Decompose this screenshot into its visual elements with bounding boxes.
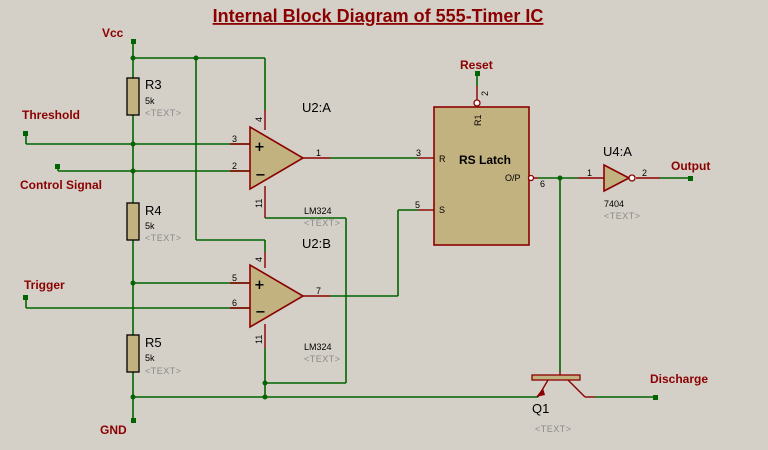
svg-text:+: + (254, 140, 265, 155)
svg-text:6: 6 (540, 179, 545, 189)
resistor-r4: R4 5k <TEXT> (126, 202, 182, 243)
resistor-value: 5k (145, 353, 155, 363)
resistor-ref: R4 (145, 203, 162, 218)
threshold-terminal (23, 131, 28, 136)
inverter-u4a: U4:A 7404 <TEXT> 1 2 (578, 144, 660, 221)
inverter-text: <TEXT> (604, 211, 641, 221)
svg-text:4: 4 (254, 257, 264, 262)
trigger-label: Trigger (24, 278, 65, 292)
svg-text:5: 5 (415, 200, 420, 210)
resistor-text: <TEXT> (145, 108, 182, 118)
vcc-label: Vcc (102, 26, 124, 40)
transistor-text: <TEXT> (535, 424, 572, 434)
opamp-part: LM324 (304, 342, 332, 352)
inverter-ref: U4:A (603, 144, 632, 159)
opamp-part: LM324 (304, 206, 332, 216)
svg-text:6: 6 (232, 298, 237, 308)
resistor-value: 5k (145, 221, 155, 231)
svg-text:2: 2 (480, 91, 490, 96)
opamp-u2a: + − U2:A LM324 <TEXT> 3 2 1 4 11 (230, 100, 341, 228)
svg-text:3: 3 (416, 148, 421, 158)
reset-label: Reset (460, 58, 493, 72)
rs-latch: RS Latch R S O/P R1 3 5 6 2 (415, 86, 545, 246)
resistor-ref: R5 (145, 335, 162, 350)
inverter-part: 7404 (604, 199, 624, 209)
vcc-terminal (131, 39, 136, 44)
output-terminal (688, 176, 693, 181)
threshold-label: Threshold (22, 108, 80, 122)
latch-label: RS Latch (459, 153, 511, 167)
svg-text:11: 11 (254, 335, 264, 344)
svg-text:−: − (255, 168, 266, 183)
svg-text:R1: R1 (473, 114, 483, 126)
svg-text:7: 7 (316, 286, 321, 296)
transistor-q1: Q1 <TEXT> (531, 372, 595, 434)
control-signal-label: Control Signal (20, 178, 102, 192)
resistor-ref: R3 (145, 77, 162, 92)
svg-text:S: S (439, 205, 445, 215)
svg-text:11: 11 (254, 199, 264, 208)
resistor-r3: R3 5k <TEXT> (126, 77, 182, 118)
reset-terminal (475, 71, 480, 76)
svg-text:+: + (254, 278, 265, 293)
transistor-ref: Q1 (532, 401, 549, 416)
output-label: Output (671, 159, 710, 173)
opamp-u2b: + − U2:B LM324 <TEXT> 5 6 7 4 11 (230, 236, 341, 364)
resistor-text: <TEXT> (145, 366, 182, 376)
svg-text:2: 2 (642, 168, 647, 178)
wires (25, 42, 690, 420)
diagram-title: Internal Block Diagram of 555-Timer IC (213, 6, 544, 26)
resistor-r5: R5 5k <TEXT> (126, 334, 182, 376)
svg-text:4: 4 (254, 117, 264, 122)
svg-text:1: 1 (587, 168, 592, 178)
terminals (23, 39, 693, 423)
opamp-text: <TEXT> (304, 218, 341, 228)
junction-dots (130, 55, 563, 400)
opamp-text: <TEXT> (304, 354, 341, 364)
svg-text:5: 5 (232, 273, 237, 283)
trigger-terminal (23, 295, 28, 300)
resistor-value: 5k (145, 96, 155, 106)
svg-text:2: 2 (232, 161, 237, 171)
control-signal-terminal (55, 164, 60, 169)
svg-text:1: 1 (316, 148, 321, 158)
gnd-label: GND (100, 423, 127, 437)
opamp-ref: U2:B (302, 236, 331, 251)
svg-text:−: − (255, 305, 266, 320)
svg-text:3: 3 (232, 134, 237, 144)
svg-text:R: R (439, 154, 446, 164)
discharge-terminal (653, 395, 658, 400)
discharge-label: Discharge (650, 372, 708, 386)
gnd-terminal (131, 418, 136, 423)
opamp-ref: U2:A (302, 100, 331, 115)
resistor-text: <TEXT> (145, 233, 182, 243)
svg-text:O/P: O/P (505, 173, 521, 183)
